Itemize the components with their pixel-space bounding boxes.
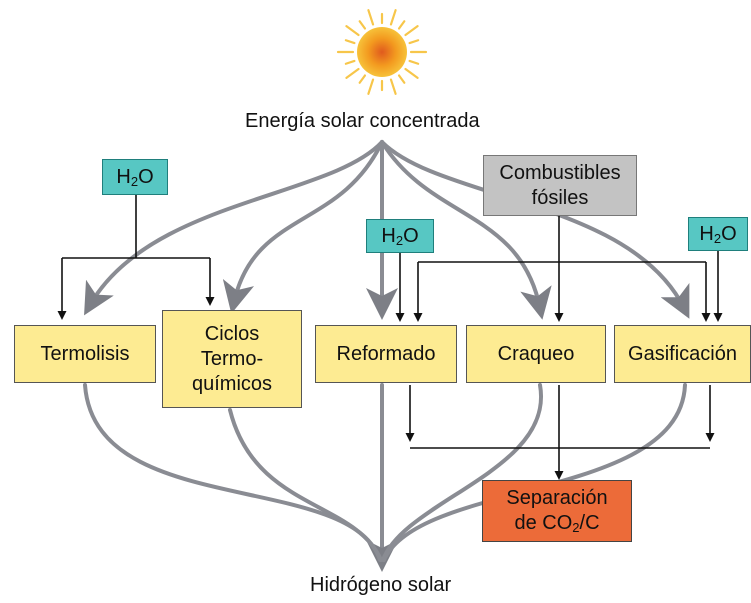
sun-ray: [367, 78, 375, 95]
sun-ray: [389, 9, 397, 26]
sun-ray: [358, 74, 367, 84]
water-input-right: H2O: [688, 217, 748, 251]
water-input-left: H2O: [102, 159, 168, 195]
sun-ray: [344, 59, 356, 65]
reformado-box: Reformado: [315, 325, 457, 383]
craqueo-box: Craqueo: [466, 325, 606, 383]
sun-ray: [397, 74, 406, 84]
sun-ray: [404, 67, 419, 79]
gasificacion-box: Gasificación: [614, 325, 751, 383]
sun-ray: [404, 25, 419, 37]
sun-ray: [408, 39, 420, 45]
source-label: Energía solar concentrada: [245, 110, 480, 132]
feed-lines: [57, 193, 723, 480]
sun-ray: [408, 59, 420, 65]
sun-ray: [345, 67, 360, 79]
water-input-middle: H2O: [366, 219, 434, 253]
sun-ray: [345, 25, 360, 37]
sun-icon: [336, 9, 428, 95]
sun-ray: [397, 20, 406, 30]
sun-ray: [389, 78, 397, 95]
sun-ray: [358, 20, 367, 30]
output-label: Hidrógeno solar: [310, 574, 452, 596]
termolisis-box: Termolisis: [14, 325, 156, 383]
sun-ray: [367, 9, 375, 26]
sun-ray: [344, 39, 356, 45]
